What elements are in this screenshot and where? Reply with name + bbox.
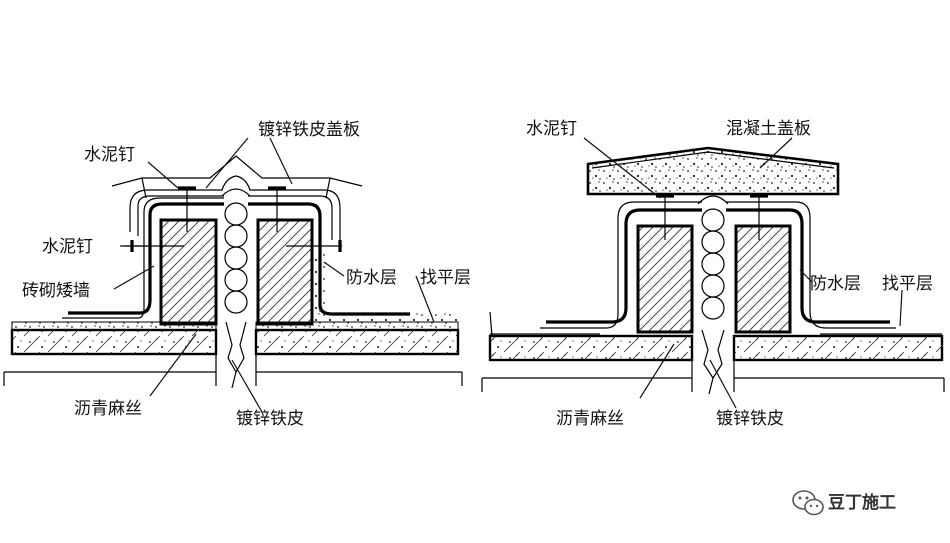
- left-label-sheet: 镀锌铁皮: [236, 409, 304, 429]
- watermark-text: 豆丁施工: [828, 492, 896, 513]
- right-label-cover: 混凝土盖板: [726, 119, 811, 139]
- right-label-asphalt: 沥青麻丝: [556, 409, 624, 429]
- left-label-leveling: 找平层: [420, 268, 471, 288]
- right-slab-right: [732, 334, 944, 362]
- watermark: 豆丁施工: [792, 490, 896, 516]
- left-label-nail-side: 水泥钉: [42, 237, 93, 257]
- right-label-nail: 水泥钉: [526, 119, 577, 139]
- left-cover-outline: [111, 155, 363, 187]
- right-waterproof-layer-left: [546, 208, 702, 324]
- left-label-wall: 砖砌矮墙: [22, 281, 90, 301]
- right-joint-sheet: [701, 329, 714, 395]
- right-brick-wall-left: [636, 224, 694, 334]
- right-label-waterproof: 防水层: [810, 274, 861, 294]
- left-label-nail: 水泥钉: [84, 145, 135, 165]
- right-asphalt-hemp: [701, 208, 725, 320]
- wechat-icon: [792, 490, 824, 516]
- left-label-cover: 镀锌铁皮盖板: [258, 120, 360, 140]
- right-slab-left: [488, 334, 694, 362]
- left-slab-left: [10, 328, 218, 356]
- left-slab-right: [254, 328, 460, 356]
- right-waterproof-layer-right: [726, 208, 890, 324]
- left-joint-sheet: [225, 321, 237, 389]
- left-asphalt-hemp: [224, 202, 248, 314]
- right-brick-wall-right: [734, 224, 792, 334]
- right-diagram: 水泥钉 混凝土盖板 防水层 找平层 沥青麻丝 镀锌铁皮: [481, 119, 945, 429]
- left-brick-wall-left: [159, 218, 218, 326]
- left-label-waterproof: 防水层: [346, 268, 397, 288]
- left-label-asphalt: 沥青麻丝: [74, 399, 142, 419]
- right-cement-nails: [656, 194, 768, 240]
- left-brick-wall-right: [256, 218, 314, 326]
- right-label-leveling: 找平层: [882, 274, 933, 294]
- left-cover-sheet: [129, 175, 341, 240]
- left-diagram: 镀锌铁皮盖板 水泥钉 水泥钉 砖砌矮墙 防水层 找平层 沥青麻丝 镀锌铁皮: [3, 120, 471, 429]
- right-label-sheet: 镀锌铁皮: [716, 409, 784, 429]
